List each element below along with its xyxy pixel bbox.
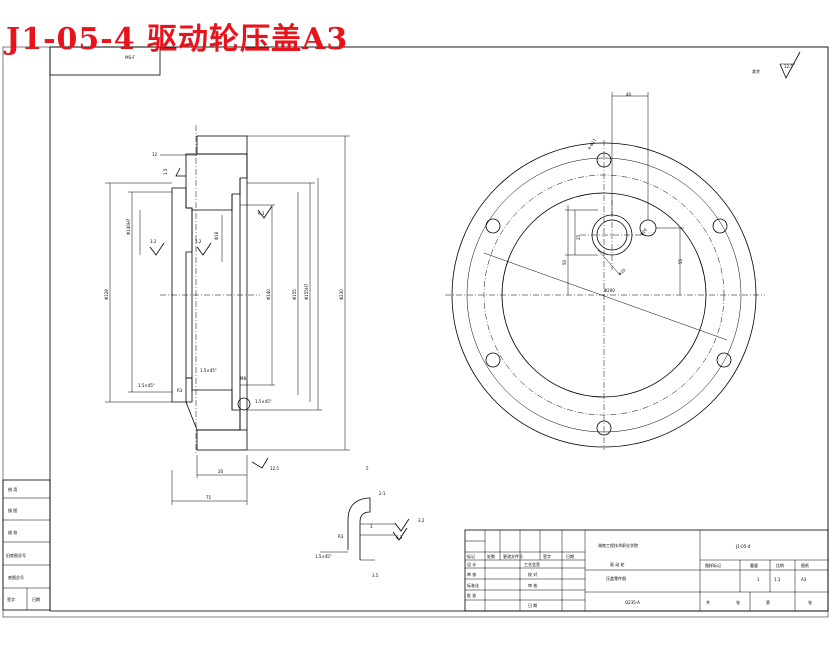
tb-drawing-no: J1-05-4 <box>735 544 751 549</box>
detail-roughness-2: 6.3 <box>396 535 403 540</box>
tb-row-approve: 批 准 <box>467 592 476 598</box>
roughness-note-label: 其余 <box>752 68 760 74</box>
plan-dim-a: 50 <box>562 259 567 265</box>
section-top-flange <box>196 135 248 155</box>
detail-r: R3 <box>338 534 344 539</box>
dim-d-inner2: Φ16 <box>214 231 219 240</box>
bolt-hole-top <box>596 152 612 168</box>
dim-chamfer-2: 1.5×45° <box>200 368 217 373</box>
dim-d-bore: Φ140 <box>266 289 271 300</box>
plan-center-note: Φ20 <box>617 267 627 277</box>
strip-trace-check: 描 校 <box>8 529 17 535</box>
strip-trace: 描 图 <box>8 507 17 513</box>
bolt-hole-right-top <box>712 218 728 234</box>
plan-pcd: Φ200 <box>604 288 615 293</box>
strip-borrow: 借 用 <box>8 486 17 492</box>
section-hub-top <box>185 153 248 211</box>
roughness-note-value: 12.5 <box>784 64 793 69</box>
plan-dim-c: 55 <box>678 258 683 264</box>
section-view <box>105 125 350 505</box>
tb-header-change: 更改文件号 <box>503 553 523 559</box>
tb-value-scale: 1:1 <box>774 577 781 582</box>
tb-header-count: 处数 <box>487 553 495 559</box>
tb-stage-weight: 重量 <box>750 562 758 568</box>
tb-header-sign: 签字 <box>543 553 551 559</box>
dim-hole-note: M8 <box>240 376 246 381</box>
dim-d-outer: Φ230 <box>339 289 344 300</box>
strip-sign: 签字 <box>7 596 15 602</box>
top-drawing-number: MS-F <box>125 55 135 60</box>
dim-depth-note: 5 <box>366 466 369 471</box>
tb-part-name-2: 压盖零件图 <box>606 575 626 581</box>
left-strip-table <box>2 479 51 611</box>
plan-dim-top: 40 <box>626 92 632 97</box>
tb-header-mark: 标记 <box>467 553 475 559</box>
dim-roughness-3: 3.2 <box>195 239 202 244</box>
tb-stage-scale: 比例 <box>776 562 784 568</box>
detail-dim1: 3 <box>370 524 373 529</box>
dim-d-groove: Φ128 <box>104 289 109 300</box>
tb-sheet-total-unit: 张 <box>736 599 740 605</box>
inner-border <box>49 46 829 612</box>
detail-dim2: 3.5 <box>372 573 379 578</box>
detail-scale: 2:1 <box>379 491 386 496</box>
dim-roughness-4: 6.3 <box>258 211 265 216</box>
tb-value-paper: A3 <box>801 577 807 582</box>
tb-stage-mark: 图样标记 <box>705 562 721 568</box>
dim-d-bore-tol: Φ155H7 <box>304 283 309 300</box>
tb-col3-date: 日 期 <box>528 602 537 608</box>
dim-length-total: 75 <box>206 495 212 500</box>
tb-sheet-no-unit: 张 <box>808 599 812 605</box>
plan-hole2: Φ20 <box>639 227 648 237</box>
tb-row-design: 设 计 <box>467 561 476 567</box>
plan-dim-b: 25 <box>576 234 581 240</box>
tb-part-name-1: 驱 动 轮 <box>610 561 625 567</box>
strip-old-base-no: 旧底图总号 <box>6 552 26 558</box>
strip-date: 日期 <box>32 596 40 602</box>
dim-chamfer-top: 1.5 <box>163 168 168 175</box>
tb-org: 湖南工程技术职业学院 <box>598 542 638 548</box>
detail-view <box>320 497 410 561</box>
tb-header-date: 日期 <box>566 553 574 559</box>
dim-chamfer-1: 1.5×45° <box>138 383 155 388</box>
tb-sheet-no: 第 <box>766 599 770 605</box>
detail-roughness-1: 3.2 <box>418 518 425 523</box>
detail-chamfer: 1.5×45° <box>315 554 332 559</box>
tb-stage-paper: 图纸 <box>801 562 809 568</box>
bolt-hole-left-bottom <box>485 352 501 368</box>
section-bottom-flange <box>196 429 248 451</box>
dim-d-groove-tol: Φ140H7 <box>126 218 131 235</box>
tb-material: Q235-A <box>625 600 640 605</box>
tb-sheet-total: 共 <box>706 599 710 605</box>
top-drawing-number-box <box>49 46 161 76</box>
tb-col2-review: 审 核 <box>528 582 537 588</box>
dim-top-thickness: 12 <box>152 152 158 157</box>
title-block <box>464 529 829 612</box>
roughness-symbol-icon <box>779 51 801 79</box>
bolt-hole-left-top <box>485 218 501 234</box>
tb-value-weight: 1 <box>757 577 760 582</box>
dim-chamfer-bottom: 1.5×45° <box>255 399 272 404</box>
dim-d-bore2: Φ155 <box>292 289 297 300</box>
drawing-title: J1-05-4 驱动轮压盖A3 <box>6 22 349 57</box>
bolt-hole-bottom <box>596 420 612 436</box>
bolt-hole-right-bottom <box>716 352 732 368</box>
dim-roughness-base: 12.5 <box>270 466 279 471</box>
section-hub-bottom <box>185 377 241 431</box>
tb-col2-process: 工艺会签 <box>524 561 540 567</box>
dim-roughness-face: 3.2 <box>150 239 157 244</box>
tb-col2-check: 校 对 <box>528 571 537 577</box>
tb-row-standard: 标准化 <box>467 582 479 588</box>
plan-view <box>445 92 765 450</box>
plan-hole-note: 4-Φ11 <box>587 137 598 150</box>
tb-row-review: 审 核 <box>467 571 476 577</box>
strip-base-no: 底图总号 <box>8 574 24 580</box>
dim-length-part: 20 <box>218 469 224 474</box>
dim-r-bottom: R3 <box>177 388 183 393</box>
